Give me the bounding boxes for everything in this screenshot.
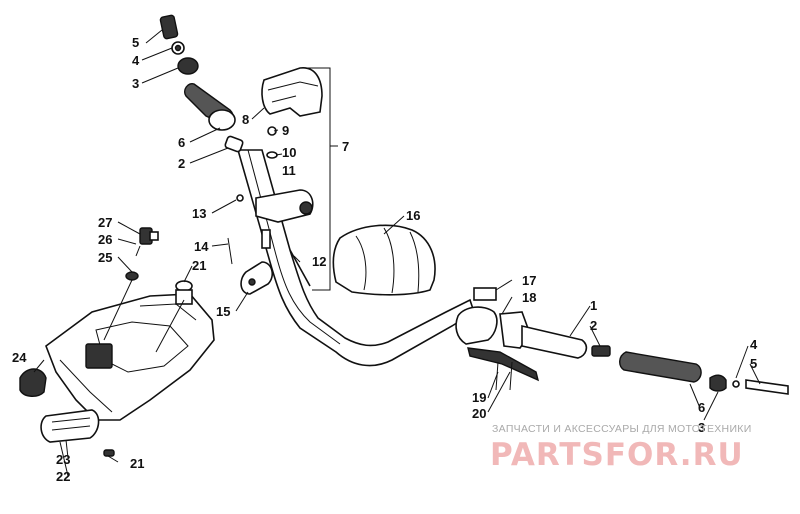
leader-lines — [33, 29, 761, 477]
callout-19: 19 — [472, 390, 486, 405]
callout-17: 17 — [522, 273, 536, 288]
callout-9: 9 — [282, 123, 289, 138]
watermark-logo: PARTSFOR.RU — [490, 437, 744, 473]
callout-3: 3 — [132, 76, 139, 91]
callout-22: 22 — [56, 469, 70, 484]
watermark-tagline: ЗАПЧАСТИ И АКСЕССУАРЫ ДЛЯ МОТОТЕХНИКИ — [492, 423, 752, 435]
callout-13: 13 — [192, 206, 206, 221]
callout-4: 4 — [132, 53, 140, 68]
callout-24: 24 — [12, 350, 27, 365]
callout-2-right: 2 — [590, 318, 597, 333]
handlebar — [236, 149, 475, 367]
callout-23: 23 — [56, 452, 70, 467]
left-grip-assembly — [159, 14, 244, 153]
callout-14: 14 — [194, 239, 209, 254]
callout-7: 7 — [342, 139, 349, 154]
callout-21-top: 21 — [192, 258, 206, 273]
right-grip-assembly — [521, 324, 789, 395]
callout-6: 6 — [178, 135, 185, 150]
callout-15: 15 — [216, 304, 230, 319]
callout-27: 27 — [98, 215, 112, 230]
callout-8: 8 — [242, 112, 249, 127]
watermark: ЗАПЧАСТИ И АКСЕССУАРЫ ДЛЯ МОТОТЕХНИКИ PA… — [490, 423, 752, 473]
callout-26: 26 — [98, 232, 112, 247]
callout-2: 2 — [178, 156, 185, 171]
callout-11: 11 — [282, 163, 296, 178]
right-control-assembly — [455, 287, 540, 391]
callout-20: 20 — [472, 406, 486, 421]
callout-3-right: 3 — [698, 420, 705, 435]
callout-5: 5 — [132, 35, 139, 50]
ignition-assembly — [125, 227, 159, 281]
callout-10: 10 — [282, 145, 296, 160]
callout-6-right: 6 — [698, 400, 705, 415]
callout-16: 16 — [406, 208, 420, 223]
callout-5-right: 5 — [750, 356, 757, 371]
callout-12: 12 — [312, 254, 326, 269]
switch-housing — [261, 67, 323, 159]
handlebar-pad — [332, 224, 436, 296]
callout-1: 1 — [590, 298, 597, 313]
callout-21-bottom: 21 — [130, 456, 144, 471]
front-panel — [19, 280, 215, 457]
callout-labels: 5 4 3 6 2 8 9 10 11 7 13 27 26 25 21 14 … — [12, 35, 758, 484]
callout-18: 18 — [522, 290, 536, 305]
left-clamp-assembly — [227, 189, 314, 295]
callout-25: 25 — [98, 250, 112, 265]
callout-4-right: 4 — [750, 337, 758, 352]
